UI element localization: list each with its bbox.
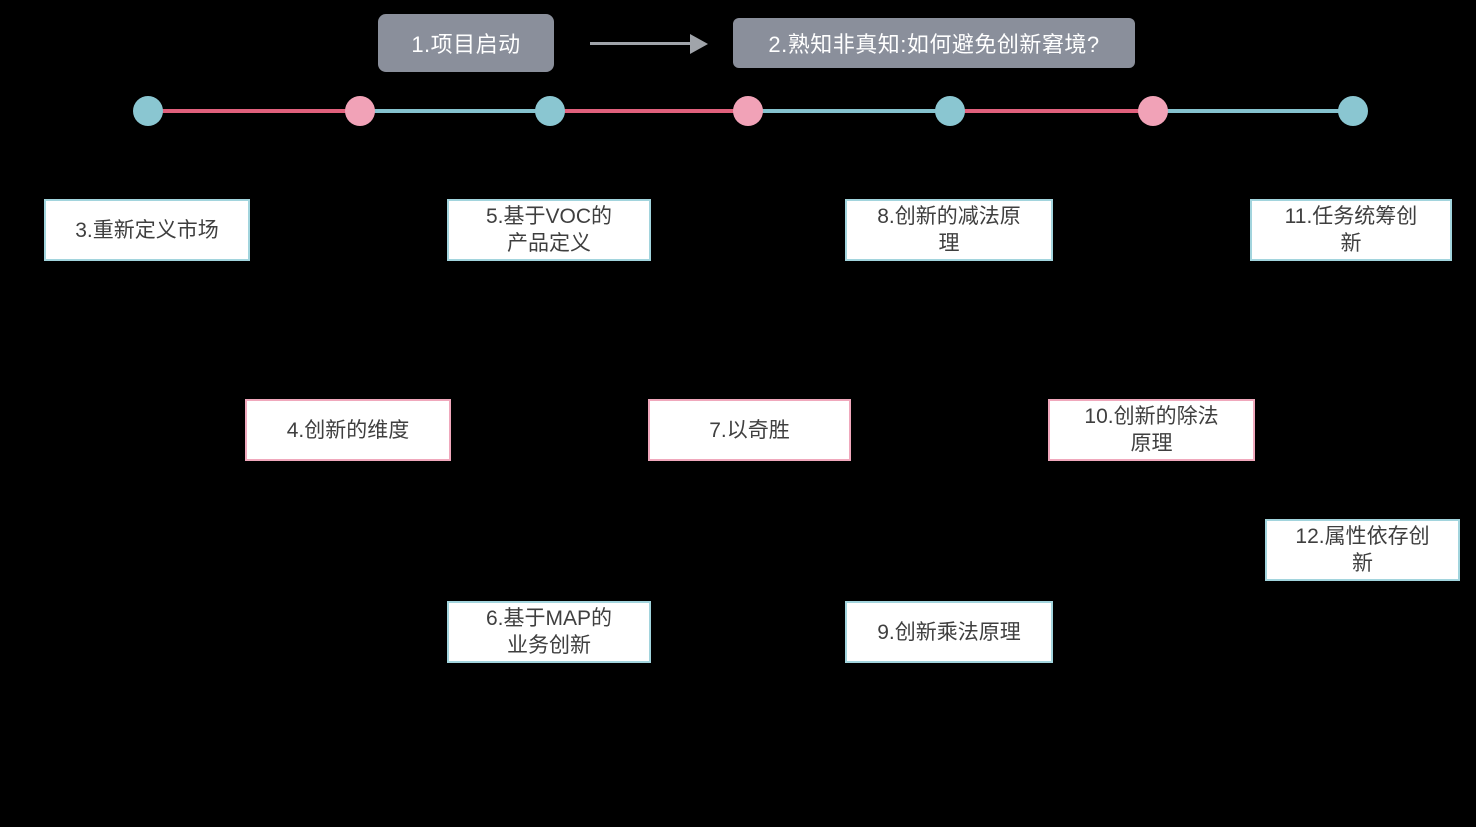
topic-node-11: 11.任务统筹创 新 (1250, 199, 1452, 261)
timeline-segment-1 (148, 109, 360, 113)
timeline-segment-6 (1153, 109, 1353, 113)
topic-node-4-label: 4.创新的维度 (286, 418, 410, 442)
topic-node-10-label: 10.创新的除法 原理 (1084, 405, 1219, 455)
topic-node-5-label: 5.基于VOC的 产品定义 (485, 205, 613, 255)
timeline-dot-2 (345, 96, 375, 126)
topic-node-5: 5.基于VOC的 产品定义 (447, 199, 651, 261)
timeline-dot-7 (1338, 96, 1368, 126)
topic-node-9: 9.创新乘法原理 (845, 601, 1053, 663)
topic-node-3: 3.重新定义市场 (44, 199, 250, 261)
topic-node-7-label: 7.以奇胜 (709, 418, 790, 442)
topic-node-4: 4.创新的维度 (245, 399, 451, 461)
topic-node-3-label: 3.重新定义市场 (75, 218, 219, 242)
topic-node-6: 6.基于MAP的 业务创新 (447, 601, 651, 663)
stage-label-project-start-text: 1.项目启动 (411, 32, 521, 57)
topic-node-8-label: 8.创新的减法原 理 (877, 205, 1021, 255)
timeline-dot-1 (133, 96, 163, 126)
flow-arrow-line (590, 42, 690, 45)
timeline-segment-5 (950, 109, 1153, 113)
timeline-dot-6 (1138, 96, 1168, 126)
timeline-dot-3 (535, 96, 565, 126)
topic-node-9-label: 9.创新乘法原理 (877, 620, 1021, 644)
topic-node-12-label: 12.属性依存创 新 (1295, 525, 1430, 575)
timeline-dot-4 (733, 96, 763, 126)
timeline-dot-5 (935, 96, 965, 126)
topic-node-6-label: 6.基于MAP的 业务创新 (485, 607, 613, 657)
stage-label-avoid-innovation-dilemma: 2.熟知非真知:如何避免创新窘境? (733, 18, 1135, 68)
topic-node-11-label: 11.任务统筹创 新 (1284, 205, 1418, 255)
stage-label-avoid-innovation-dilemma-text: 2.熟知非真知:如何避免创新窘境? (768, 32, 1100, 57)
timeline-segment-2 (360, 109, 550, 113)
timeline-segment-3 (550, 109, 748, 113)
topic-node-7: 7.以奇胜 (648, 399, 851, 461)
topic-node-12: 12.属性依存创 新 (1265, 519, 1460, 581)
topic-node-8: 8.创新的减法原 理 (845, 199, 1053, 261)
topic-node-10: 10.创新的除法 原理 (1048, 399, 1255, 461)
timeline-segment-4 (748, 109, 950, 113)
flow-arrow-head-icon (690, 33, 708, 54)
stage-label-project-start: 1.项目启动 (378, 14, 554, 72)
